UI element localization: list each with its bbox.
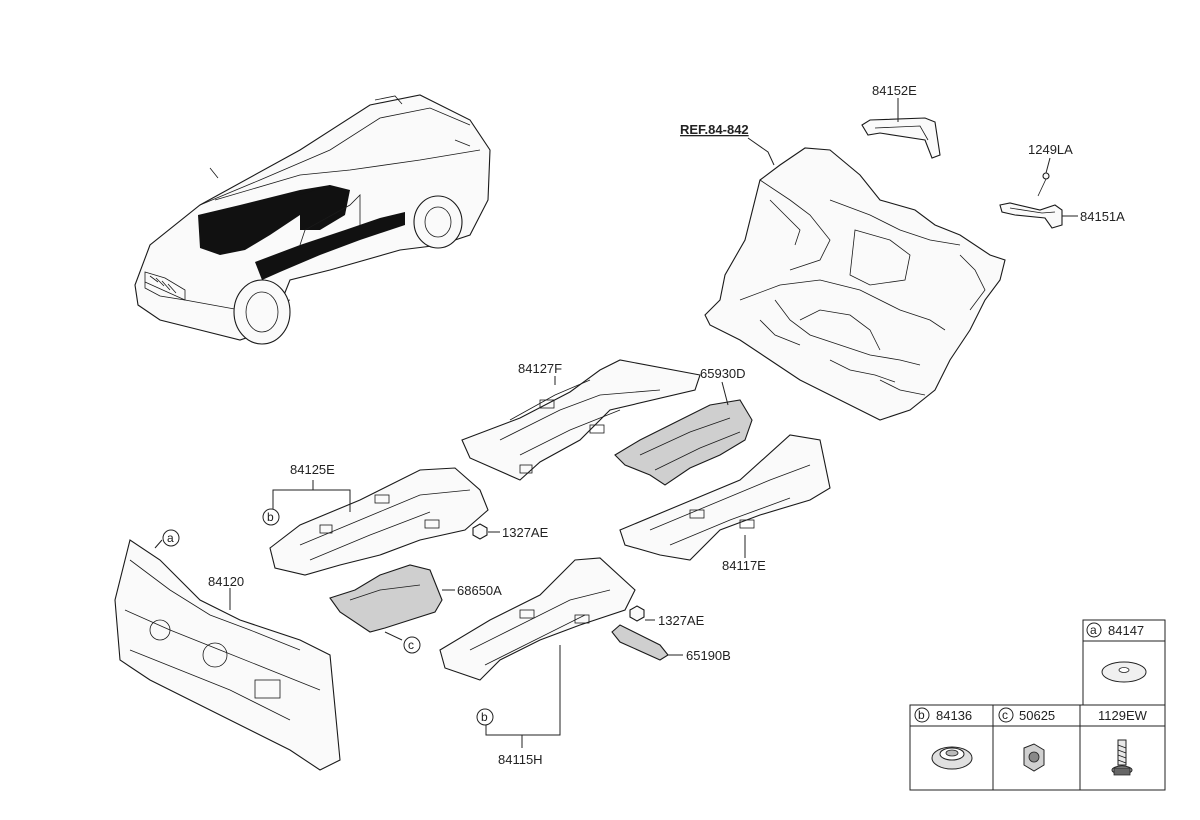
vehicle-illustration	[134, 94, 491, 345]
legend-item-a: a 84147	[1086, 622, 1147, 683]
marker-c: c	[403, 636, 421, 654]
nut-1327AE-upper-part	[472, 523, 488, 540]
ref-label[interactable]: REF.84-842	[680, 122, 749, 137]
svg-text:c: c	[408, 638, 414, 652]
label-1249LA: 1249LA	[1028, 142, 1073, 157]
floor-carpet-part	[704, 147, 1006, 421]
ref-leader	[747, 137, 775, 166]
marker-a: a	[162, 529, 180, 547]
washer-icon	[1101, 661, 1147, 683]
legend-table: a 84147 b 84136 c 50625	[909, 619, 1166, 791]
label-84127F: 84127F	[518, 361, 562, 376]
svg-text:b: b	[267, 510, 274, 524]
label-1327AE-upper: 1327AE	[502, 525, 549, 540]
bracket-84151A-part	[999, 202, 1063, 229]
svg-text:b: b	[481, 710, 488, 724]
legend-item-c: c 50625	[998, 707, 1055, 772]
cover-84127F-part	[461, 359, 701, 481]
svg-text:c: c	[1002, 708, 1008, 722]
svg-text:1129EW: 1129EW	[1098, 708, 1148, 723]
label-68650A: 68650A	[457, 583, 502, 598]
nut-1327AE-lower-part	[629, 605, 645, 622]
pad-65190B-part	[611, 624, 669, 661]
nut-icon	[1023, 743, 1045, 772]
cover-84125E-part	[269, 467, 489, 576]
dash-panel-84120-part	[114, 539, 341, 771]
heat-shield-65930D-part	[614, 399, 753, 486]
grommet-icon	[931, 746, 973, 770]
svg-text:50625: 50625	[1019, 708, 1055, 723]
label-84152E: 84152E	[872, 83, 917, 98]
svg-text:84147: 84147	[1108, 623, 1144, 638]
svg-text:a: a	[167, 531, 174, 545]
legend-item-b: b 84136	[914, 707, 973, 770]
label-84115H: 84115H	[498, 752, 543, 767]
label-65930D: 65930D	[700, 366, 746, 381]
legend-item-d: 1129EW	[1098, 708, 1148, 776]
cover-84115H-part	[439, 557, 636, 681]
label-65190B: 65190B	[686, 648, 731, 663]
label-84151A: 84151A	[1080, 209, 1125, 224]
heat-shield-68650A-part	[329, 564, 443, 633]
svg-text:b: b	[918, 708, 925, 722]
bracket-84152E-part	[861, 117, 941, 159]
svg-text:84136: 84136	[936, 708, 972, 723]
bolt-icon	[1111, 739, 1133, 776]
label-1327AE-lower: 1327AE	[658, 613, 705, 628]
svg-text:a: a	[1090, 623, 1097, 637]
marker-b-upper: b	[262, 508, 280, 526]
bolt-1249LA-part	[1037, 172, 1050, 197]
cover-84117E-part	[619, 434, 831, 561]
marker-b-lower: b	[476, 708, 494, 726]
label-84117E: 84117E	[722, 558, 766, 573]
label-84125E: 84125E	[290, 462, 335, 477]
label-84120: 84120	[208, 574, 244, 589]
